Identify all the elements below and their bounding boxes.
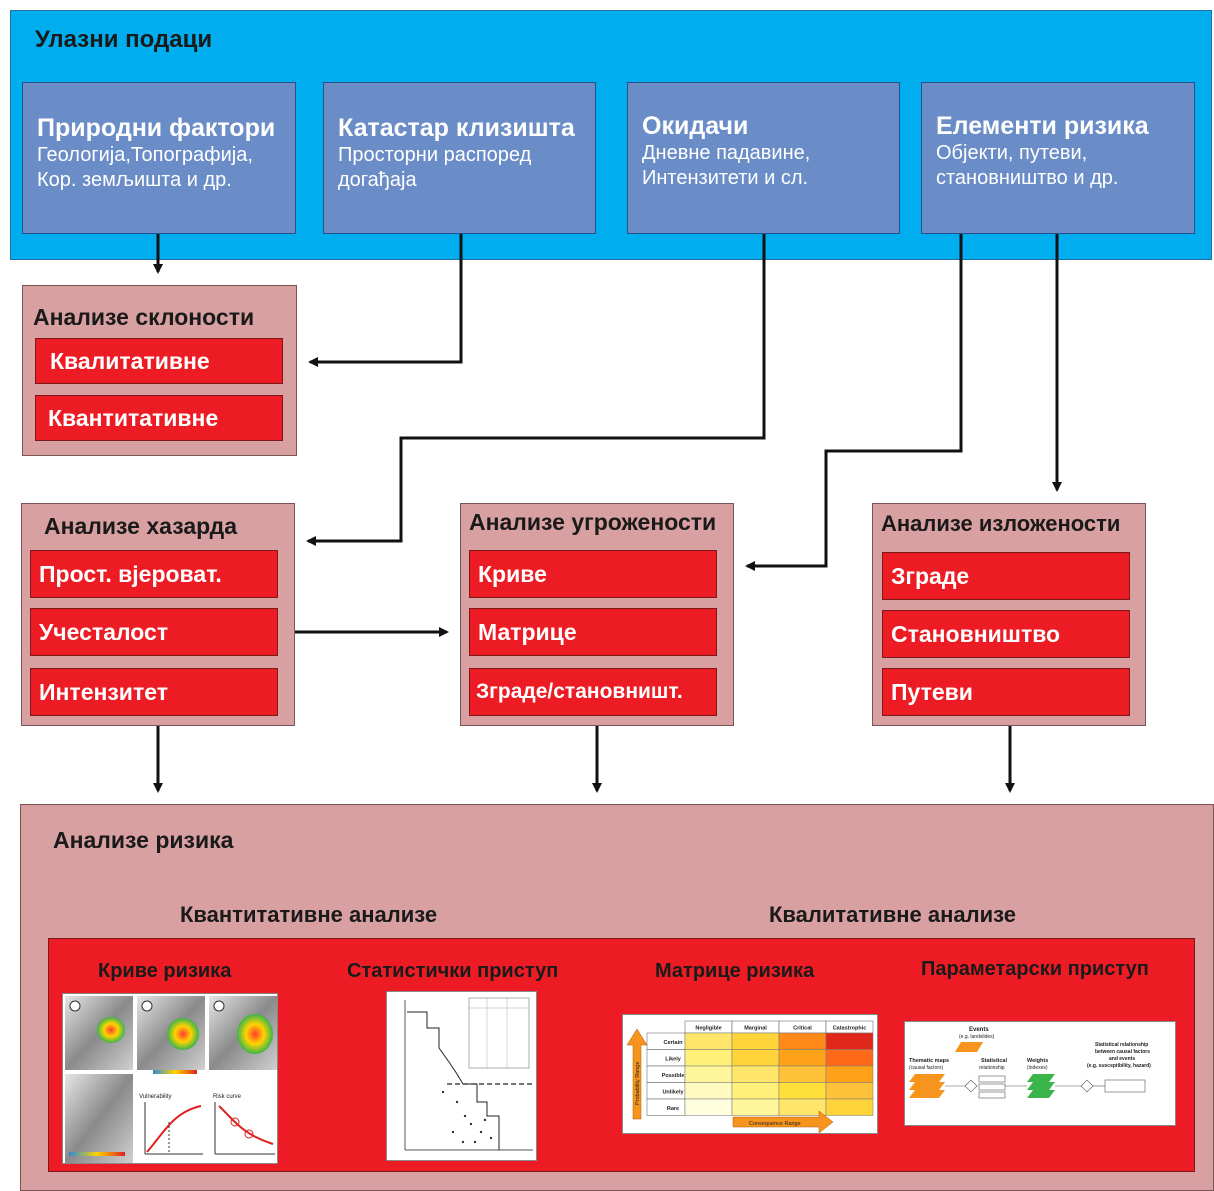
- matrix-cell: [825, 1098, 874, 1116]
- matrix-row-label: Certain: [664, 1040, 684, 1046]
- input-box-desc: Интензитети и сл.: [642, 167, 809, 189]
- vulnerability-buildings-population[interactable]: Зграде/становништ.: [469, 668, 717, 716]
- relation-label-4: (e.g. susceptibility, hazard): [1087, 1063, 1151, 1069]
- weights-label: Weights: [1027, 1058, 1048, 1064]
- statistical-figure: [404, 997, 533, 1151]
- input-data-title: Улазни подаци: [35, 26, 213, 53]
- risk-matrix-figure: Negligible Marginal Critical CatastrophicCe…: [626, 1020, 874, 1133]
- quantitative-analysis-heading: Квантитативне анализе: [180, 902, 438, 927]
- parametric-figure: Events (e.g. landslides) Thematic maps (…: [909, 1027, 1151, 1099]
- weights-sub-label: (indexes): [1027, 1065, 1048, 1071]
- risk-curve-label: Risk curve: [213, 1094, 242, 1100]
- input-box-desc: Просторни распоред: [338, 144, 532, 166]
- input-box-desc: догађаја: [338, 169, 417, 191]
- matrix-row-label: Unlikely: [662, 1090, 684, 1096]
- method-statistical: Статистички приступ: [347, 960, 559, 982]
- statistical-sub-label: relationship: [979, 1065, 1005, 1071]
- input-box-desc: Дневне падавине,: [642, 142, 811, 164]
- input-box-title: Елементи ризика: [936, 112, 1149, 140]
- vulnerability-matrices[interactable]: Матрице: [469, 608, 717, 656]
- consequence-arrow: [732, 1110, 834, 1133]
- qualitative-analysis-heading: Квалитативне анализе: [769, 902, 1017, 927]
- susceptibility-quantitative[interactable]: Квантитативне: [35, 395, 283, 441]
- matrix-column-label: Critical: [793, 1026, 812, 1032]
- vulnerability-label: Vulnerability: [139, 1094, 171, 1100]
- hazard-spatial-probability[interactable]: Прост. вјероват.: [30, 550, 278, 598]
- probability-axis-label: Probability Range: [635, 1062, 641, 1105]
- method-risk-curves: Криве ризика: [98, 960, 232, 982]
- arrow-inventory-to-susceptibility: [308, 234, 463, 367]
- risk-curves-figure: Vulnerability Risk curve: [65, 996, 277, 1163]
- input-box-desc: Објекти, путеви,: [936, 142, 1088, 164]
- exposure-population[interactable]: Становништво: [882, 610, 1130, 658]
- hazard-frequency[interactable]: Учесталост: [30, 608, 278, 656]
- events-label: Events: [969, 1027, 989, 1033]
- input-box-triggers[interactable]: Окидачи Дневне падавине, Интензитети и с…: [627, 82, 900, 234]
- susceptibility-qualitative[interactable]: Квалитативне: [35, 338, 283, 384]
- probability-arrow: [626, 1028, 648, 1120]
- relation-label-1: Statistical relationship: [1095, 1042, 1148, 1048]
- statistical-thumbnail: [386, 991, 537, 1161]
- vulnerability-curves[interactable]: Криве: [469, 550, 717, 598]
- hazard-title: Анализе хазарда: [44, 513, 238, 539]
- input-box-desc: становништво и др.: [936, 167, 1119, 189]
- matrix-column-label: Marginal: [744, 1026, 767, 1032]
- matrix-column-label: Catastrophic: [833, 1026, 867, 1032]
- method-risk-matrices: Матрице ризика: [655, 960, 815, 982]
- parametric-thumbnail: Events (e.g. landslides) Thematic maps (…: [904, 1021, 1176, 1126]
- hazard-intensity[interactable]: Интензитет: [30, 668, 278, 716]
- consequence-axis-label: Consequence Range: [749, 1121, 801, 1127]
- input-box-title: Катастар клизишта: [338, 114, 575, 142]
- input-box-title: Природни фактори: [37, 114, 276, 142]
- input-box-natural-factors[interactable]: Природни фактори Геологија,Топографија, …: [22, 82, 296, 234]
- exposure-title: Анализе изложености: [881, 511, 1121, 536]
- input-box-title: Окидачи: [642, 112, 749, 140]
- matrix-row-label: Likely: [665, 1057, 682, 1063]
- vulnerability-title: Анализе угрожености: [469, 509, 717, 535]
- input-box-elements-at-risk[interactable]: Елементи ризика Објекти, путеви, становн…: [921, 82, 1195, 234]
- input-box-desc: Геологија,Топографија,: [37, 144, 253, 166]
- events-sub-label: (e.g. landslides): [959, 1034, 995, 1040]
- arrow-elements-to-vulnerability: [745, 234, 963, 571]
- method-parametric: Параметарски приступ: [921, 958, 1149, 980]
- thematic-sub-label: (causal factors): [909, 1065, 944, 1071]
- relation-label-2: between causal factors: [1095, 1049, 1150, 1055]
- exposure-roads[interactable]: Путеви: [882, 668, 1130, 716]
- thematic-label: Thematic maps: [909, 1058, 949, 1064]
- susceptibility-title: Анализе склоности: [33, 304, 255, 330]
- input-box-desc: Кор. земљишта и др.: [37, 169, 232, 191]
- arrow-triggers-to-hazard: [306, 234, 766, 546]
- matrix-column-label: Negligible: [695, 1026, 721, 1032]
- statistical-label: Statistical: [981, 1058, 1007, 1064]
- relation-label-3: and events: [1109, 1056, 1135, 1062]
- risk-analysis-title: Анализе ризика: [53, 827, 234, 853]
- matrix-row-label: Possible: [662, 1073, 685, 1079]
- risk-curves-thumbnail: Vulnerability Risk curve: [62, 993, 278, 1164]
- input-box-landslide-inventory[interactable]: Катастар клизишта Просторни распоред дог…: [323, 82, 596, 234]
- exposure-buildings[interactable]: Зграде: [882, 552, 1130, 600]
- matrix-row-label: Rare: [667, 1106, 679, 1112]
